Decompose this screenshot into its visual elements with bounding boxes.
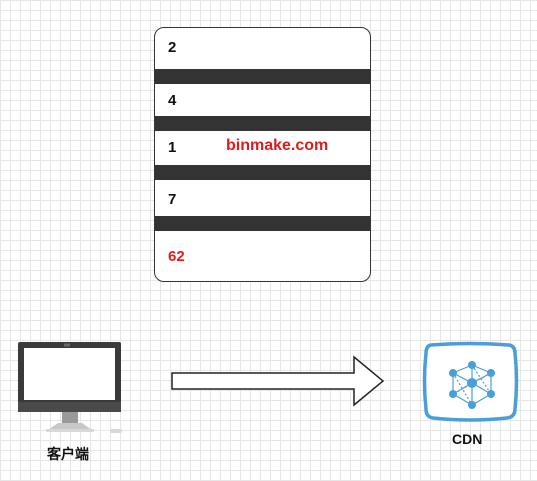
stack-item: 7 xyxy=(168,191,177,208)
right-arrow-icon xyxy=(171,355,385,407)
stack-divider xyxy=(155,216,370,231)
stack-item: 4 xyxy=(168,92,177,109)
watermark-text: binmake.com xyxy=(226,137,329,154)
stack-divider xyxy=(155,116,370,131)
cdn-network-icon xyxy=(422,341,519,422)
cdn-label: CDN xyxy=(452,431,483,447)
stack-divider xyxy=(155,69,370,84)
stack-item-highlighted: 62 xyxy=(168,248,185,265)
stack-item: 2 xyxy=(168,39,177,56)
stack-divider xyxy=(155,165,370,180)
stack-item: 1 xyxy=(168,139,177,156)
data-stack: 2 4 1 binmake.com 7 62 xyxy=(154,27,371,282)
client-label: 客户端 xyxy=(47,446,89,462)
desktop-computer-icon xyxy=(18,342,122,433)
